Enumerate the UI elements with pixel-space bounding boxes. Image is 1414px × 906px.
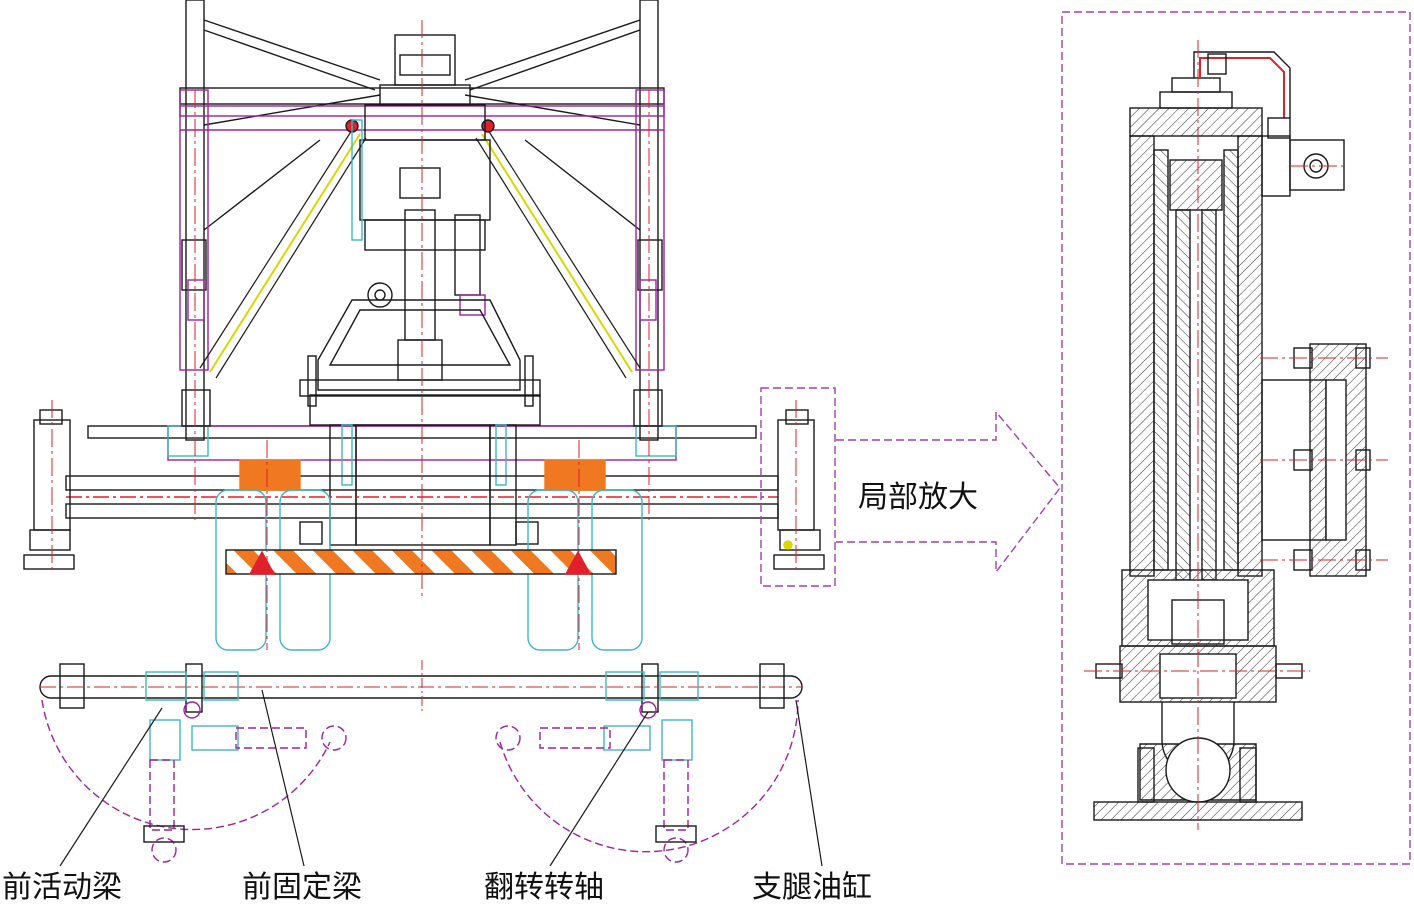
front-view <box>23 0 825 651</box>
label-front-movable-beam: 前活动梁 <box>2 870 122 905</box>
hazard-strip <box>225 549 617 575</box>
plan-view <box>39 660 823 867</box>
detail-frame <box>1061 11 1411 865</box>
enlarge-arrow <box>836 410 1061 575</box>
label-front-fixed-beam: 前固定梁 <box>242 870 362 905</box>
label-partial-enlarged: 局部放大 <box>858 480 978 515</box>
centerlines <box>51 20 797 650</box>
left-outrigger <box>23 389 211 570</box>
label-outrigger-cylinder: 支腿油缸 <box>752 870 872 905</box>
cylinder-detail <box>1084 40 1388 830</box>
diagonal-braces <box>199 119 641 379</box>
zoom-source-box <box>760 387 836 587</box>
central-machine <box>299 34 541 407</box>
label-flip-rotation-shaft: 翻转转轴 <box>484 870 604 905</box>
